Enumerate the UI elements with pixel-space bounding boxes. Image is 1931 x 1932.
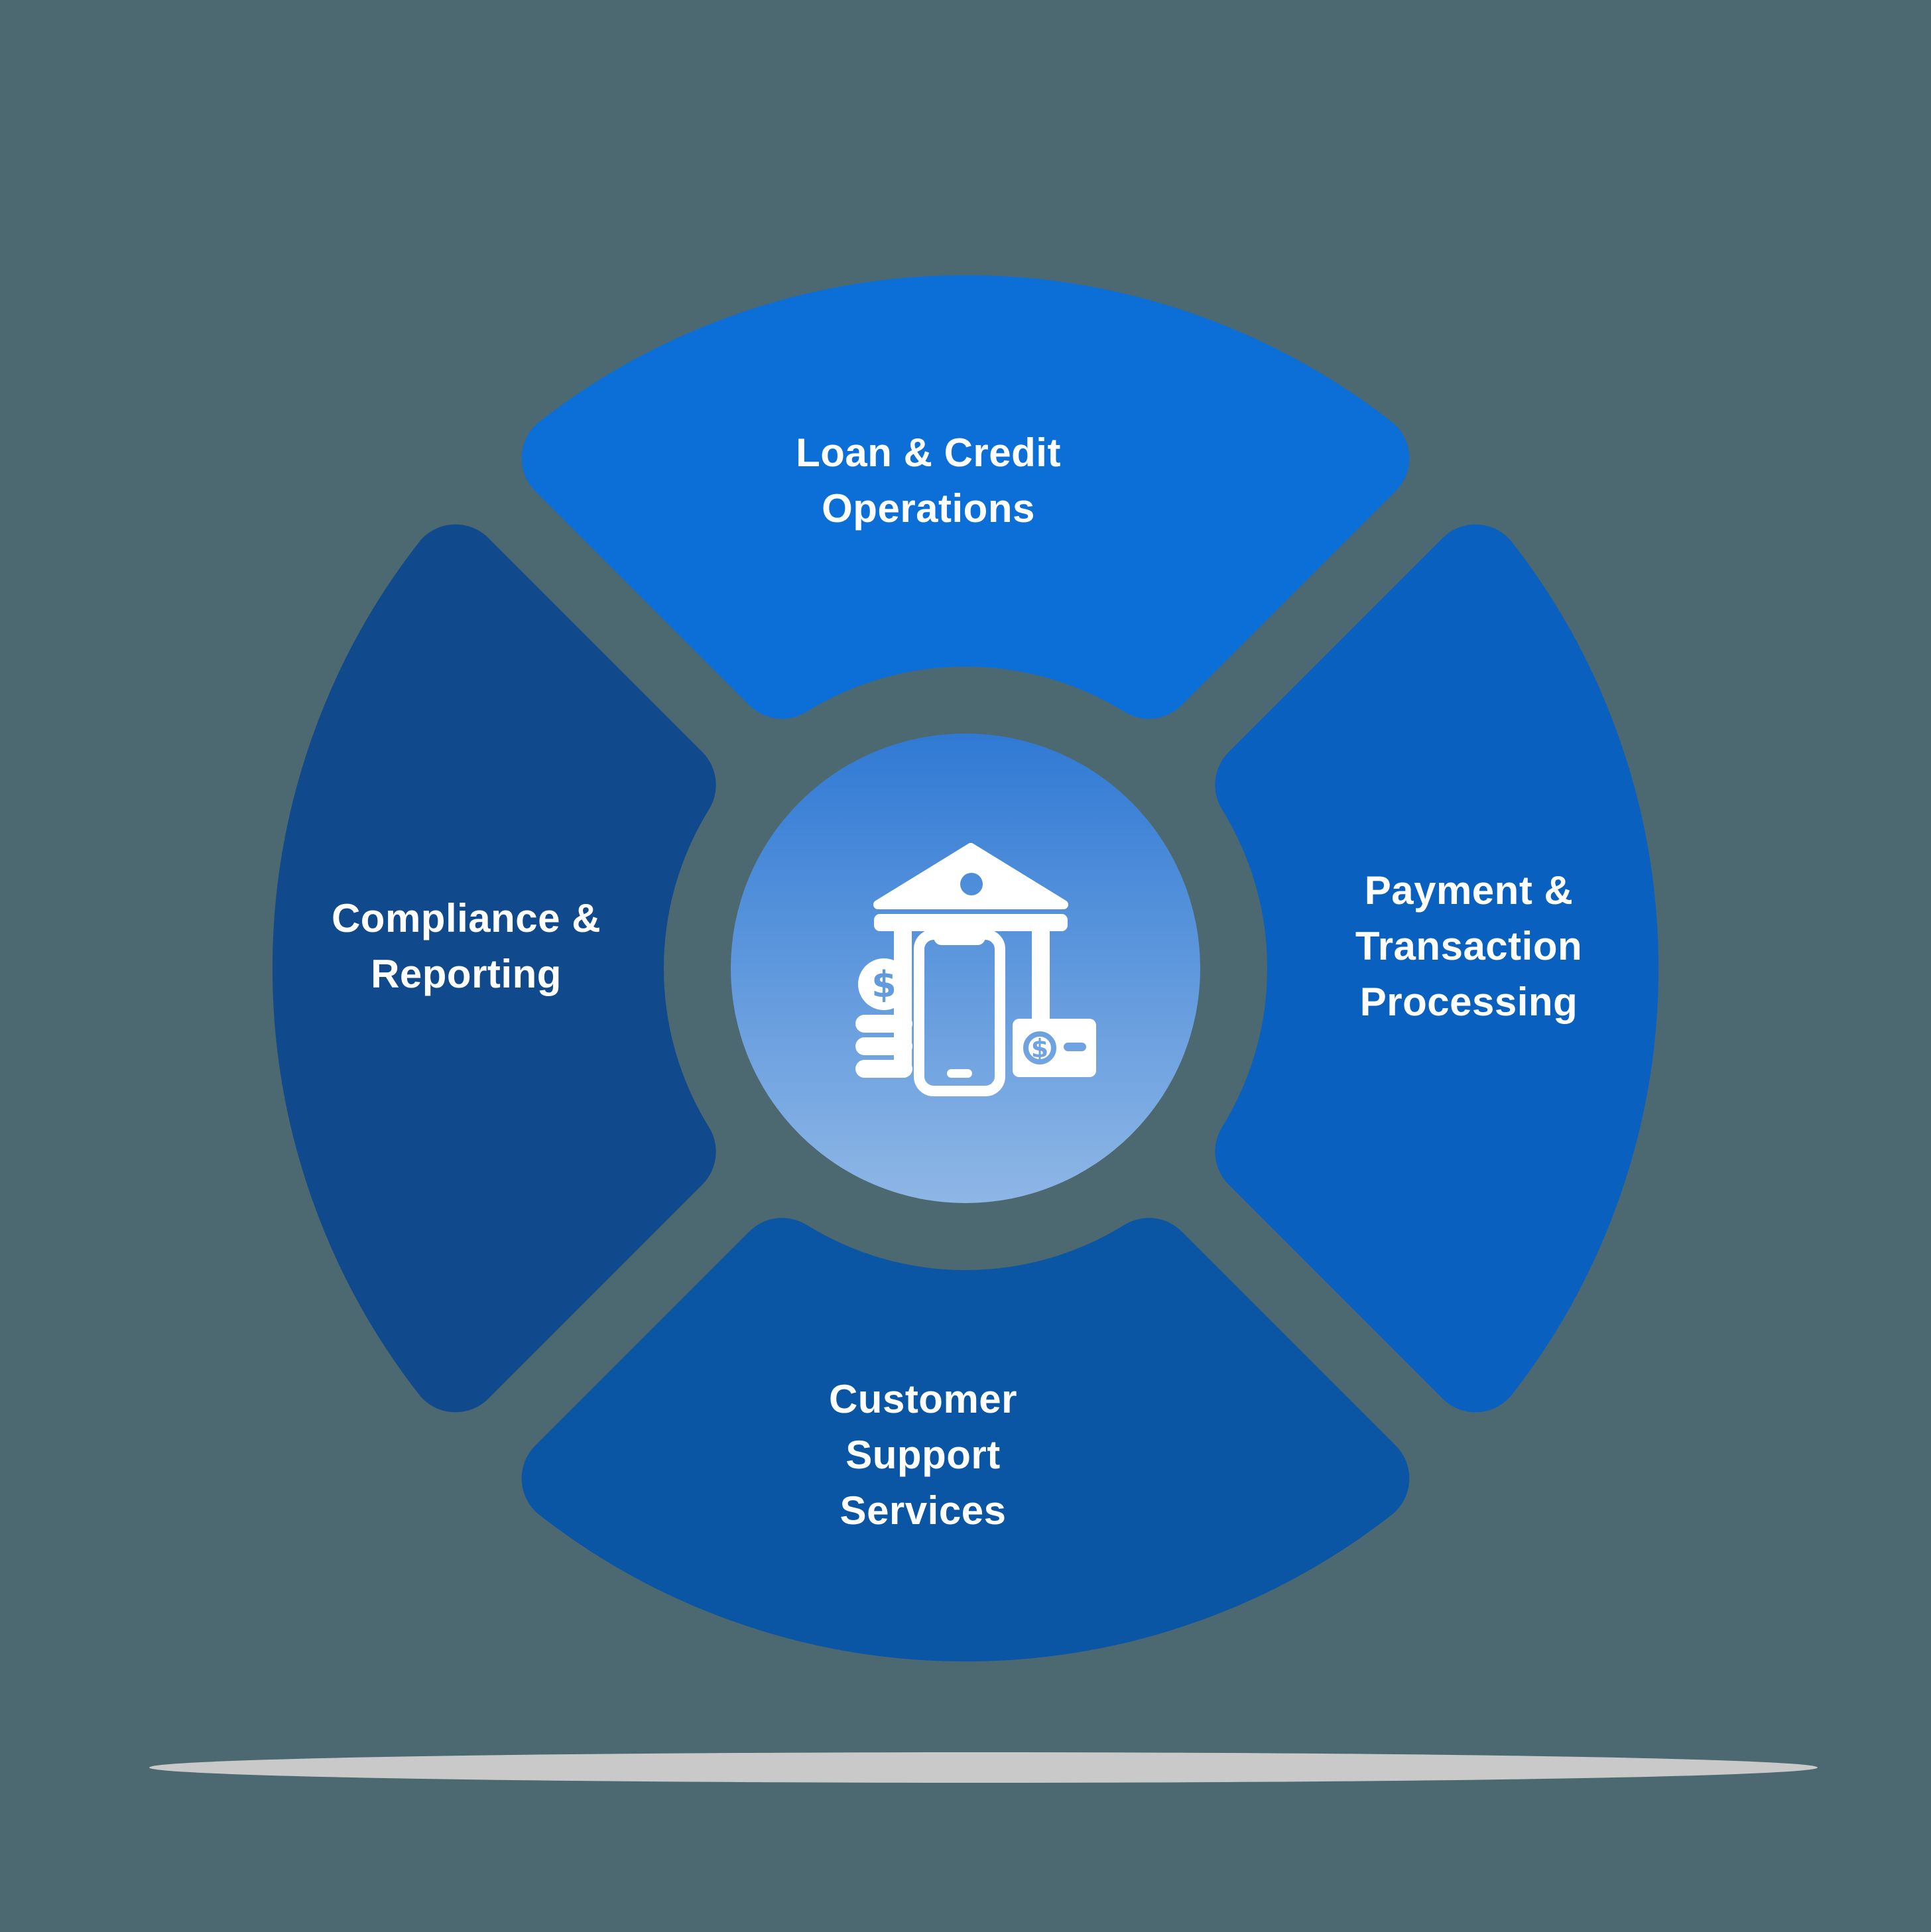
bank-beam [874, 914, 1068, 931]
coin-stack-bar [855, 1060, 912, 1078]
coin-stack-bar [855, 1037, 912, 1055]
smartphone-notch [934, 929, 985, 945]
dollar-coin-icon [858, 958, 910, 1010]
smartphone-icon [914, 929, 1005, 1096]
coin-stack-bar [855, 1015, 912, 1033]
ground-shadow [149, 1752, 1818, 1783]
smartphone-home-bar [947, 1069, 972, 1078]
bank-mobile-banking-icon: $ $ [855, 843, 1096, 1096]
banknote-dollar-sign: $ [1031, 1034, 1048, 1063]
segment-payment-transaction-processing [1215, 524, 1659, 1413]
banknote-circle [1023, 1031, 1056, 1064]
banknote-dash [1064, 1043, 1086, 1051]
segment-customer-support-services [521, 1218, 1410, 1662]
segment-compliance-reporting [272, 524, 716, 1413]
segment-loan-credit-operations [521, 275, 1410, 719]
coin-dollar-sign: $ [871, 964, 897, 1005]
pediment-dot [960, 873, 983, 895]
